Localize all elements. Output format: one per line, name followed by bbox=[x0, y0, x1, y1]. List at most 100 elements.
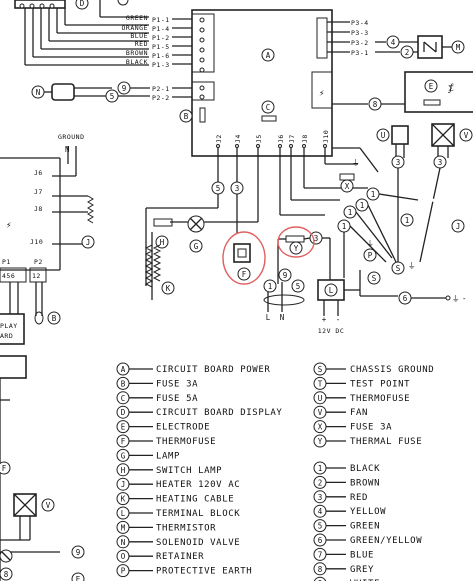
callout-b-label: B bbox=[184, 112, 189, 121]
legend-text: PROTECTIVE EARTH bbox=[156, 567, 252, 577]
legend-key: H bbox=[121, 466, 126, 475]
pin-j10: J10 bbox=[322, 130, 330, 143]
legend-key: K bbox=[121, 495, 126, 504]
legend-key: 5 bbox=[318, 522, 323, 531]
legend-text: YELLOW bbox=[350, 507, 386, 517]
svg-text:9: 9 bbox=[122, 84, 127, 93]
pin-p1-2: P1-2 bbox=[152, 34, 170, 42]
legend-key: J bbox=[121, 480, 126, 489]
label-n: N bbox=[280, 313, 285, 322]
svg-text:1: 1 bbox=[342, 222, 347, 231]
legend-item: O RETAINER bbox=[116, 549, 204, 563]
fuse-x bbox=[339, 173, 355, 181]
highlight-circle-f bbox=[222, 231, 266, 285]
callout-s-label: S bbox=[396, 264, 401, 273]
pin-j5: J5 bbox=[255, 134, 263, 143]
pin-p2-2: P2-2 bbox=[152, 94, 170, 102]
pin-j7: J7 bbox=[288, 134, 296, 143]
svg-text:1: 1 bbox=[348, 208, 353, 217]
highlight-circle-y bbox=[277, 226, 315, 258]
callout-a-label: A bbox=[266, 51, 271, 60]
callout-v-label: V bbox=[464, 131, 469, 140]
legend-key: 3 bbox=[318, 493, 323, 502]
legend-key: 6 bbox=[318, 536, 323, 545]
legend-text: GREEN/YELLOW bbox=[350, 536, 422, 546]
legend-text: GREEN bbox=[350, 522, 380, 532]
svg-text:-: - bbox=[336, 315, 341, 324]
legend-text: RETAINER bbox=[156, 552, 204, 562]
left-pin-j10: J10 bbox=[30, 238, 43, 246]
legend-item: 6 GREEN/YELLOW bbox=[313, 533, 422, 547]
svg-text:4: 4 bbox=[391, 38, 396, 47]
circuit-board-display bbox=[404, 71, 473, 113]
legend-text: FUSE 3A bbox=[350, 423, 392, 433]
svg-text:5: 5 bbox=[110, 92, 115, 101]
legend-text: THERMISTOR bbox=[156, 523, 216, 533]
legend-text: HEATING CABLE bbox=[156, 495, 234, 505]
pin-p3-1: P3-1 bbox=[351, 49, 369, 57]
pin-p3-3: P3-3 bbox=[351, 29, 369, 37]
svg-text:2: 2 bbox=[405, 48, 410, 57]
svg-text:3: 3 bbox=[396, 158, 401, 167]
callout-b-left-label: B bbox=[52, 314, 57, 323]
thermal-fuse-y bbox=[285, 235, 305, 243]
thermofuse-f: F bbox=[222, 226, 315, 285]
electrode-heater: J 1 S ⏚ bbox=[391, 198, 465, 275]
thermofuse-u bbox=[391, 125, 409, 145]
legend-text: BROWN bbox=[350, 478, 380, 488]
callout-d bbox=[75, 0, 89, 10]
svg-text:⏚: ⏚ bbox=[408, 261, 416, 270]
legend-key: O bbox=[121, 552, 126, 561]
legend-item: K HEATING CABLE bbox=[116, 492, 234, 506]
label-ard: ARD bbox=[0, 332, 13, 340]
svg-text:5: 5 bbox=[296, 282, 301, 291]
label-12v-dc: 12V DC bbox=[318, 327, 344, 335]
callout-c-label: C bbox=[266, 103, 271, 112]
pin-j8: J8 bbox=[301, 134, 309, 143]
legend-key: T bbox=[318, 379, 323, 388]
pin-p2-1: P2-1 bbox=[152, 85, 170, 93]
legend-key: B bbox=[121, 379, 126, 388]
legend-key: 9 bbox=[318, 579, 323, 581]
svg-text:3: 3 bbox=[438, 158, 443, 167]
label-p2: P2 bbox=[34, 258, 43, 266]
legend-text: BLACK bbox=[350, 464, 380, 474]
pin-p1-5: P1-5 bbox=[152, 43, 170, 51]
board-a bbox=[191, 9, 333, 157]
label-play: PLAY bbox=[0, 322, 18, 330]
callout-g-label: G bbox=[194, 242, 199, 251]
svg-text:+: + bbox=[322, 315, 327, 324]
display-right: 8 E ⨋ bbox=[332, 71, 473, 113]
pin-p1-1: P1-1 bbox=[152, 16, 170, 24]
wire-label-black: BLACK bbox=[126, 58, 148, 66]
legend-text: ELECTRODE bbox=[156, 423, 210, 433]
callout-v-left-label: V bbox=[46, 501, 51, 510]
svg-text:1: 1 bbox=[371, 190, 376, 199]
legend-key: F bbox=[121, 437, 126, 446]
left-pin-j7: J7 bbox=[34, 188, 43, 196]
thermistor-body bbox=[51, 83, 75, 101]
callout-e-label: E bbox=[429, 82, 434, 91]
label-ground: GROUND bbox=[58, 133, 84, 141]
wire-label-brown: BROWN bbox=[126, 49, 148, 57]
legend-key: U bbox=[318, 394, 323, 403]
legend-key: M bbox=[121, 523, 126, 532]
legend-text: THERMOFUSE bbox=[156, 437, 216, 447]
svg-text:⨋: ⨋ bbox=[448, 83, 454, 94]
